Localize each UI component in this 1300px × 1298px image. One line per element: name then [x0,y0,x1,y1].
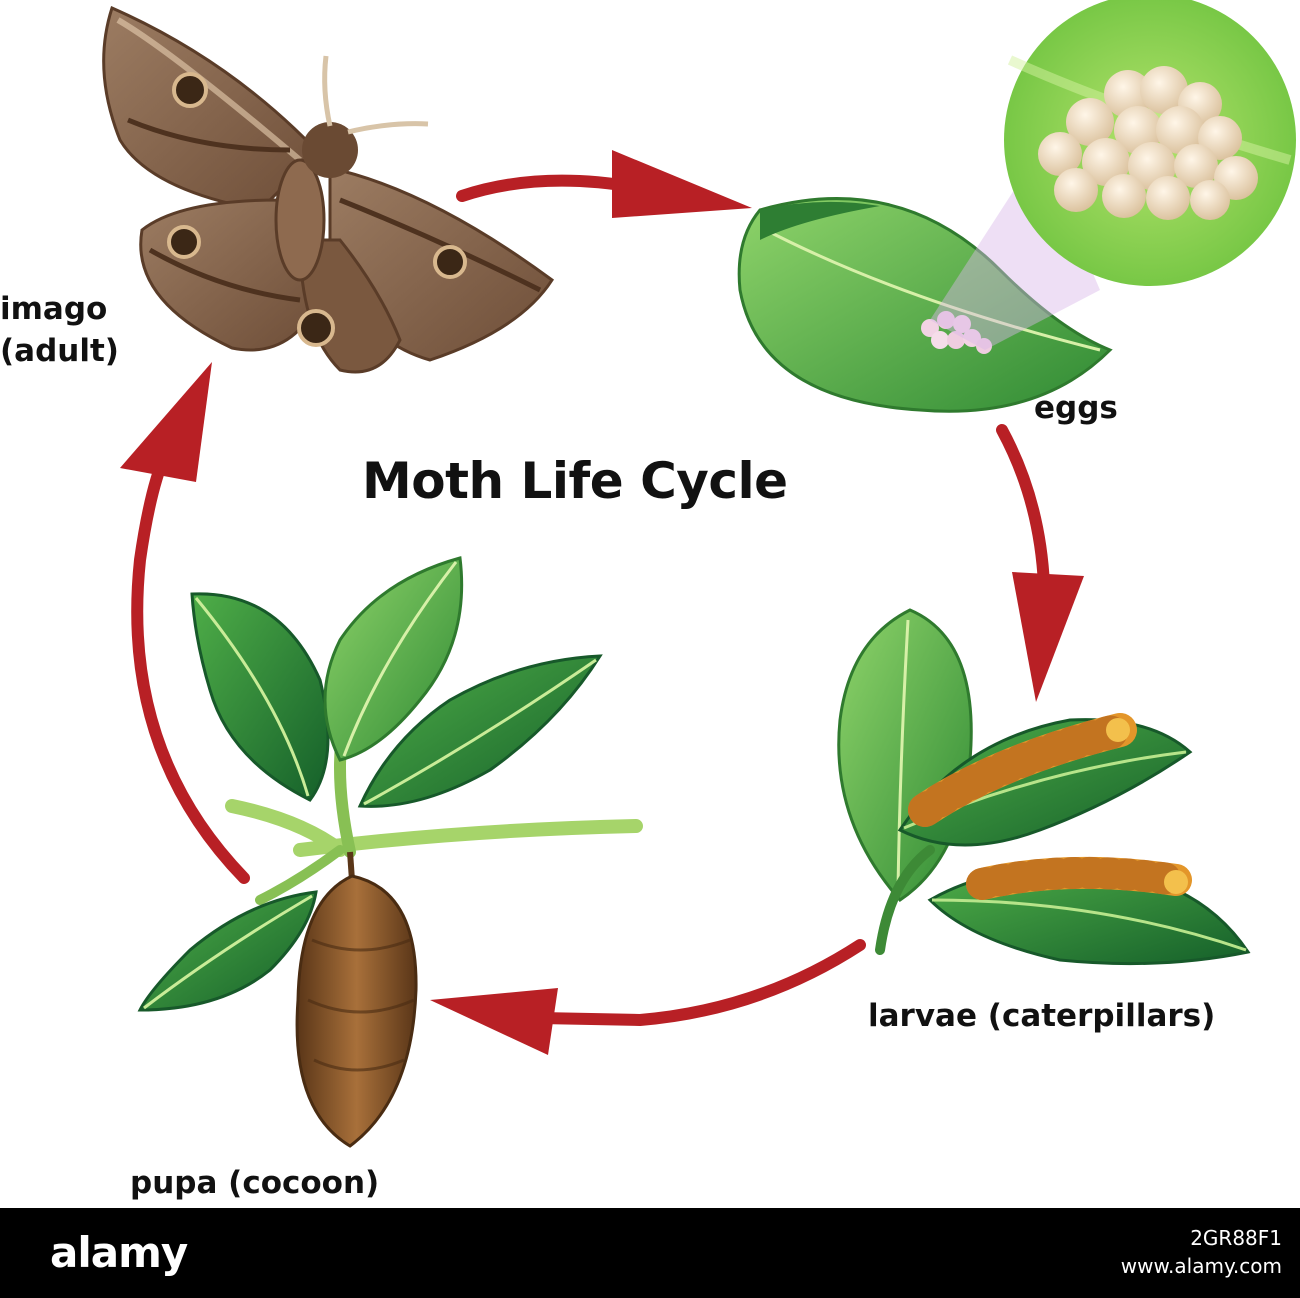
arrow-icon [120,362,212,482]
arrow-icon [1012,572,1084,702]
arrow-icon [430,988,558,1055]
leaf-icon [192,594,328,800]
stock-url: www.alamy.com [1121,1252,1282,1280]
stage-label-imago-line1: imago [0,288,119,330]
stage-label-larvae: larvae (caterpillars) [868,998,1215,1034]
arrow-eggs-to-larvae [1002,430,1044,585]
stage-label-imago: imago (adult) [0,288,119,372]
brand-logo: alamy [50,1228,187,1277]
egg-magnifier [1004,0,1296,286]
image-id: 2GR88F1 [1190,1226,1282,1250]
stage-label-imago-line2: (adult) [0,330,119,372]
diagram-title: Moth Life Cycle [362,452,788,510]
stage-label-eggs: eggs [1034,390,1118,426]
stage-label-pupa: pupa (cocoon) [130,1165,379,1201]
arrow-icon [612,150,752,218]
stock-info: 2GR88F1 www.alamy.com [1121,1224,1282,1280]
watermark-footer: alamy 2GR88F1 www.alamy.com [0,1208,1300,1298]
arrow-larvae-to-pupa [540,945,860,1020]
